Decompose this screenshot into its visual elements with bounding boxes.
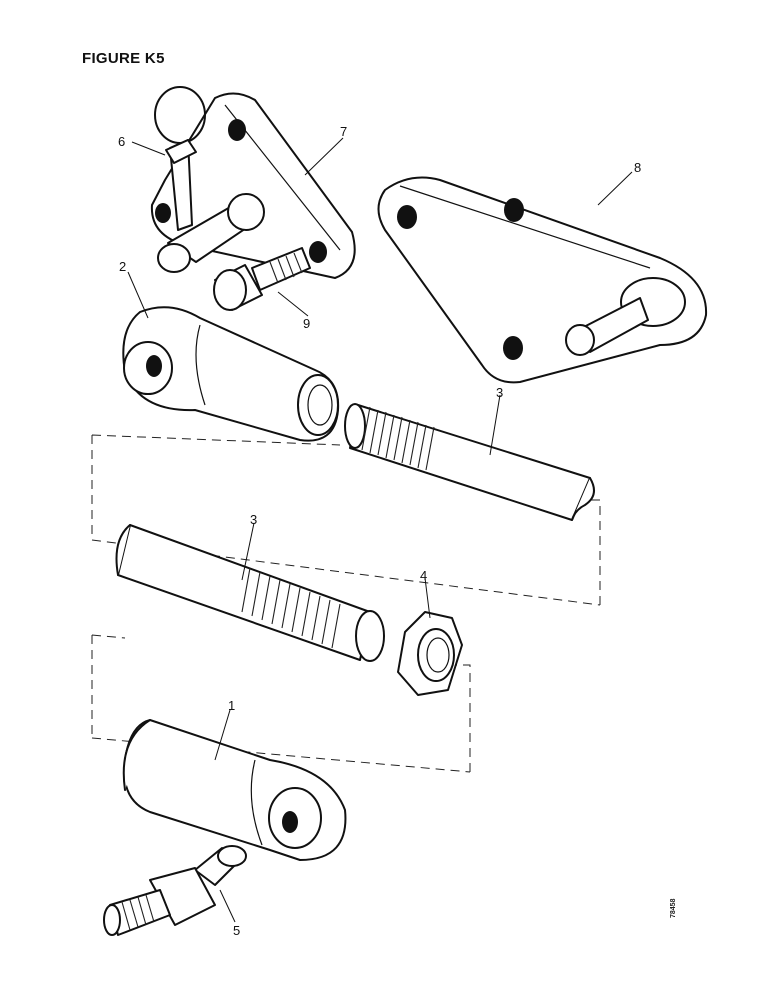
part-2-rod-end	[122, 306, 340, 442]
leader-lines	[127, 137, 633, 923]
lower-rod-threads	[241, 567, 341, 649]
bolt-threads	[269, 252, 303, 284]
part-3-rod-upper	[344, 403, 595, 521]
part-9-bolt	[213, 247, 311, 311]
callout-9: 9	[303, 316, 310, 331]
stud-threads	[121, 894, 155, 931]
callout-3-lower: 3	[250, 512, 257, 527]
part-1-rod-end	[122, 719, 347, 861]
phantom-guide-lines	[91, 434, 601, 773]
part-8-large-plate	[377, 176, 708, 384]
part-6-lynch-pin	[154, 86, 206, 231]
part-5-stud	[103, 845, 247, 936]
part-4-hex-nut	[397, 611, 463, 696]
callout-2: 2	[119, 259, 126, 274]
part-7-pivot-pin	[157, 193, 265, 273]
callout-3-upper: 3	[496, 385, 503, 400]
callout-labels: 6 7 8 2 9 3 3 4 1 5	[118, 124, 641, 938]
part-3-rod-lower	[115, 524, 385, 662]
callout-8: 8	[634, 160, 641, 175]
figure-title: FIGURE K5	[82, 50, 165, 67]
upper-rod-threads	[361, 406, 435, 471]
callout-1: 1	[228, 698, 235, 713]
callout-7: 7	[340, 124, 347, 139]
callout-4: 4	[420, 568, 427, 583]
callout-6: 6	[118, 134, 125, 149]
callout-5: 5	[233, 923, 240, 938]
